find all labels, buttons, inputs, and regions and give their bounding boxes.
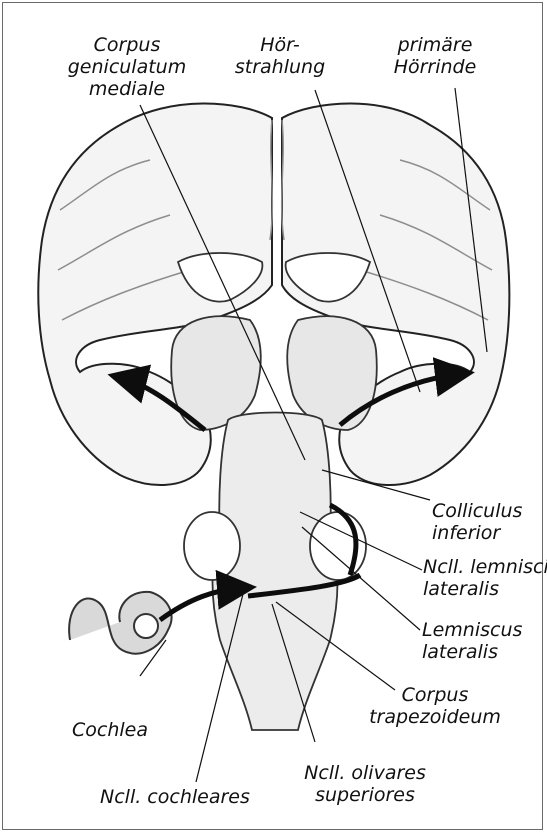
label-cochlea: Cochlea bbox=[72, 719, 148, 741]
label-corpus-geniculatum-mediale: Corpus geniculatum mediale bbox=[52, 34, 202, 100]
label-line: Ncll. cochleares bbox=[100, 786, 250, 808]
label-ncll-olivares-superiores: Ncll. olivares superiores bbox=[285, 762, 445, 806]
label-line: Hör- bbox=[220, 34, 340, 56]
label-line: mediale bbox=[52, 78, 202, 100]
label-line: inferior bbox=[432, 522, 522, 544]
label-line: Hörrinde bbox=[370, 56, 500, 78]
label-hoerstrahlung: Hör- strahlung bbox=[220, 34, 340, 78]
label-line: Cochlea bbox=[72, 719, 148, 741]
label-ncll-cochleares: Ncll. cochleares bbox=[100, 786, 250, 808]
brainstem bbox=[184, 413, 366, 731]
label-line: Ncll. olivares bbox=[285, 762, 445, 784]
label-line: Lemniscus bbox=[422, 619, 522, 641]
label-ncll-lemnisci-lateralis: Ncll. lemnisci lateralis bbox=[423, 556, 547, 600]
label-corpus-trapezoideum: Corpus trapezoideum bbox=[360, 684, 510, 728]
label-primaere-hoerrinde: primäre Hörrinde bbox=[370, 34, 500, 78]
label-line: geniculatum bbox=[52, 56, 202, 78]
label-line: Ncll. lemnisci bbox=[423, 556, 547, 578]
label-lemniscus-lateralis: Lemniscus lateralis bbox=[422, 619, 522, 663]
label-line: primäre bbox=[370, 34, 500, 56]
label-line: lateralis bbox=[422, 641, 522, 663]
label-line: superiores bbox=[285, 784, 445, 806]
label-line: lateralis bbox=[423, 578, 547, 600]
ventricles bbox=[178, 253, 370, 302]
label-line: Colliculus bbox=[432, 500, 522, 522]
cochlea-drawing bbox=[69, 592, 171, 654]
label-line: Corpus bbox=[52, 34, 202, 56]
label-line: Corpus bbox=[360, 684, 510, 706]
label-colliculus-inferior: Colliculus inferior bbox=[432, 500, 522, 544]
label-line: strahlung bbox=[220, 56, 340, 78]
label-line: trapezoideum bbox=[360, 706, 510, 728]
